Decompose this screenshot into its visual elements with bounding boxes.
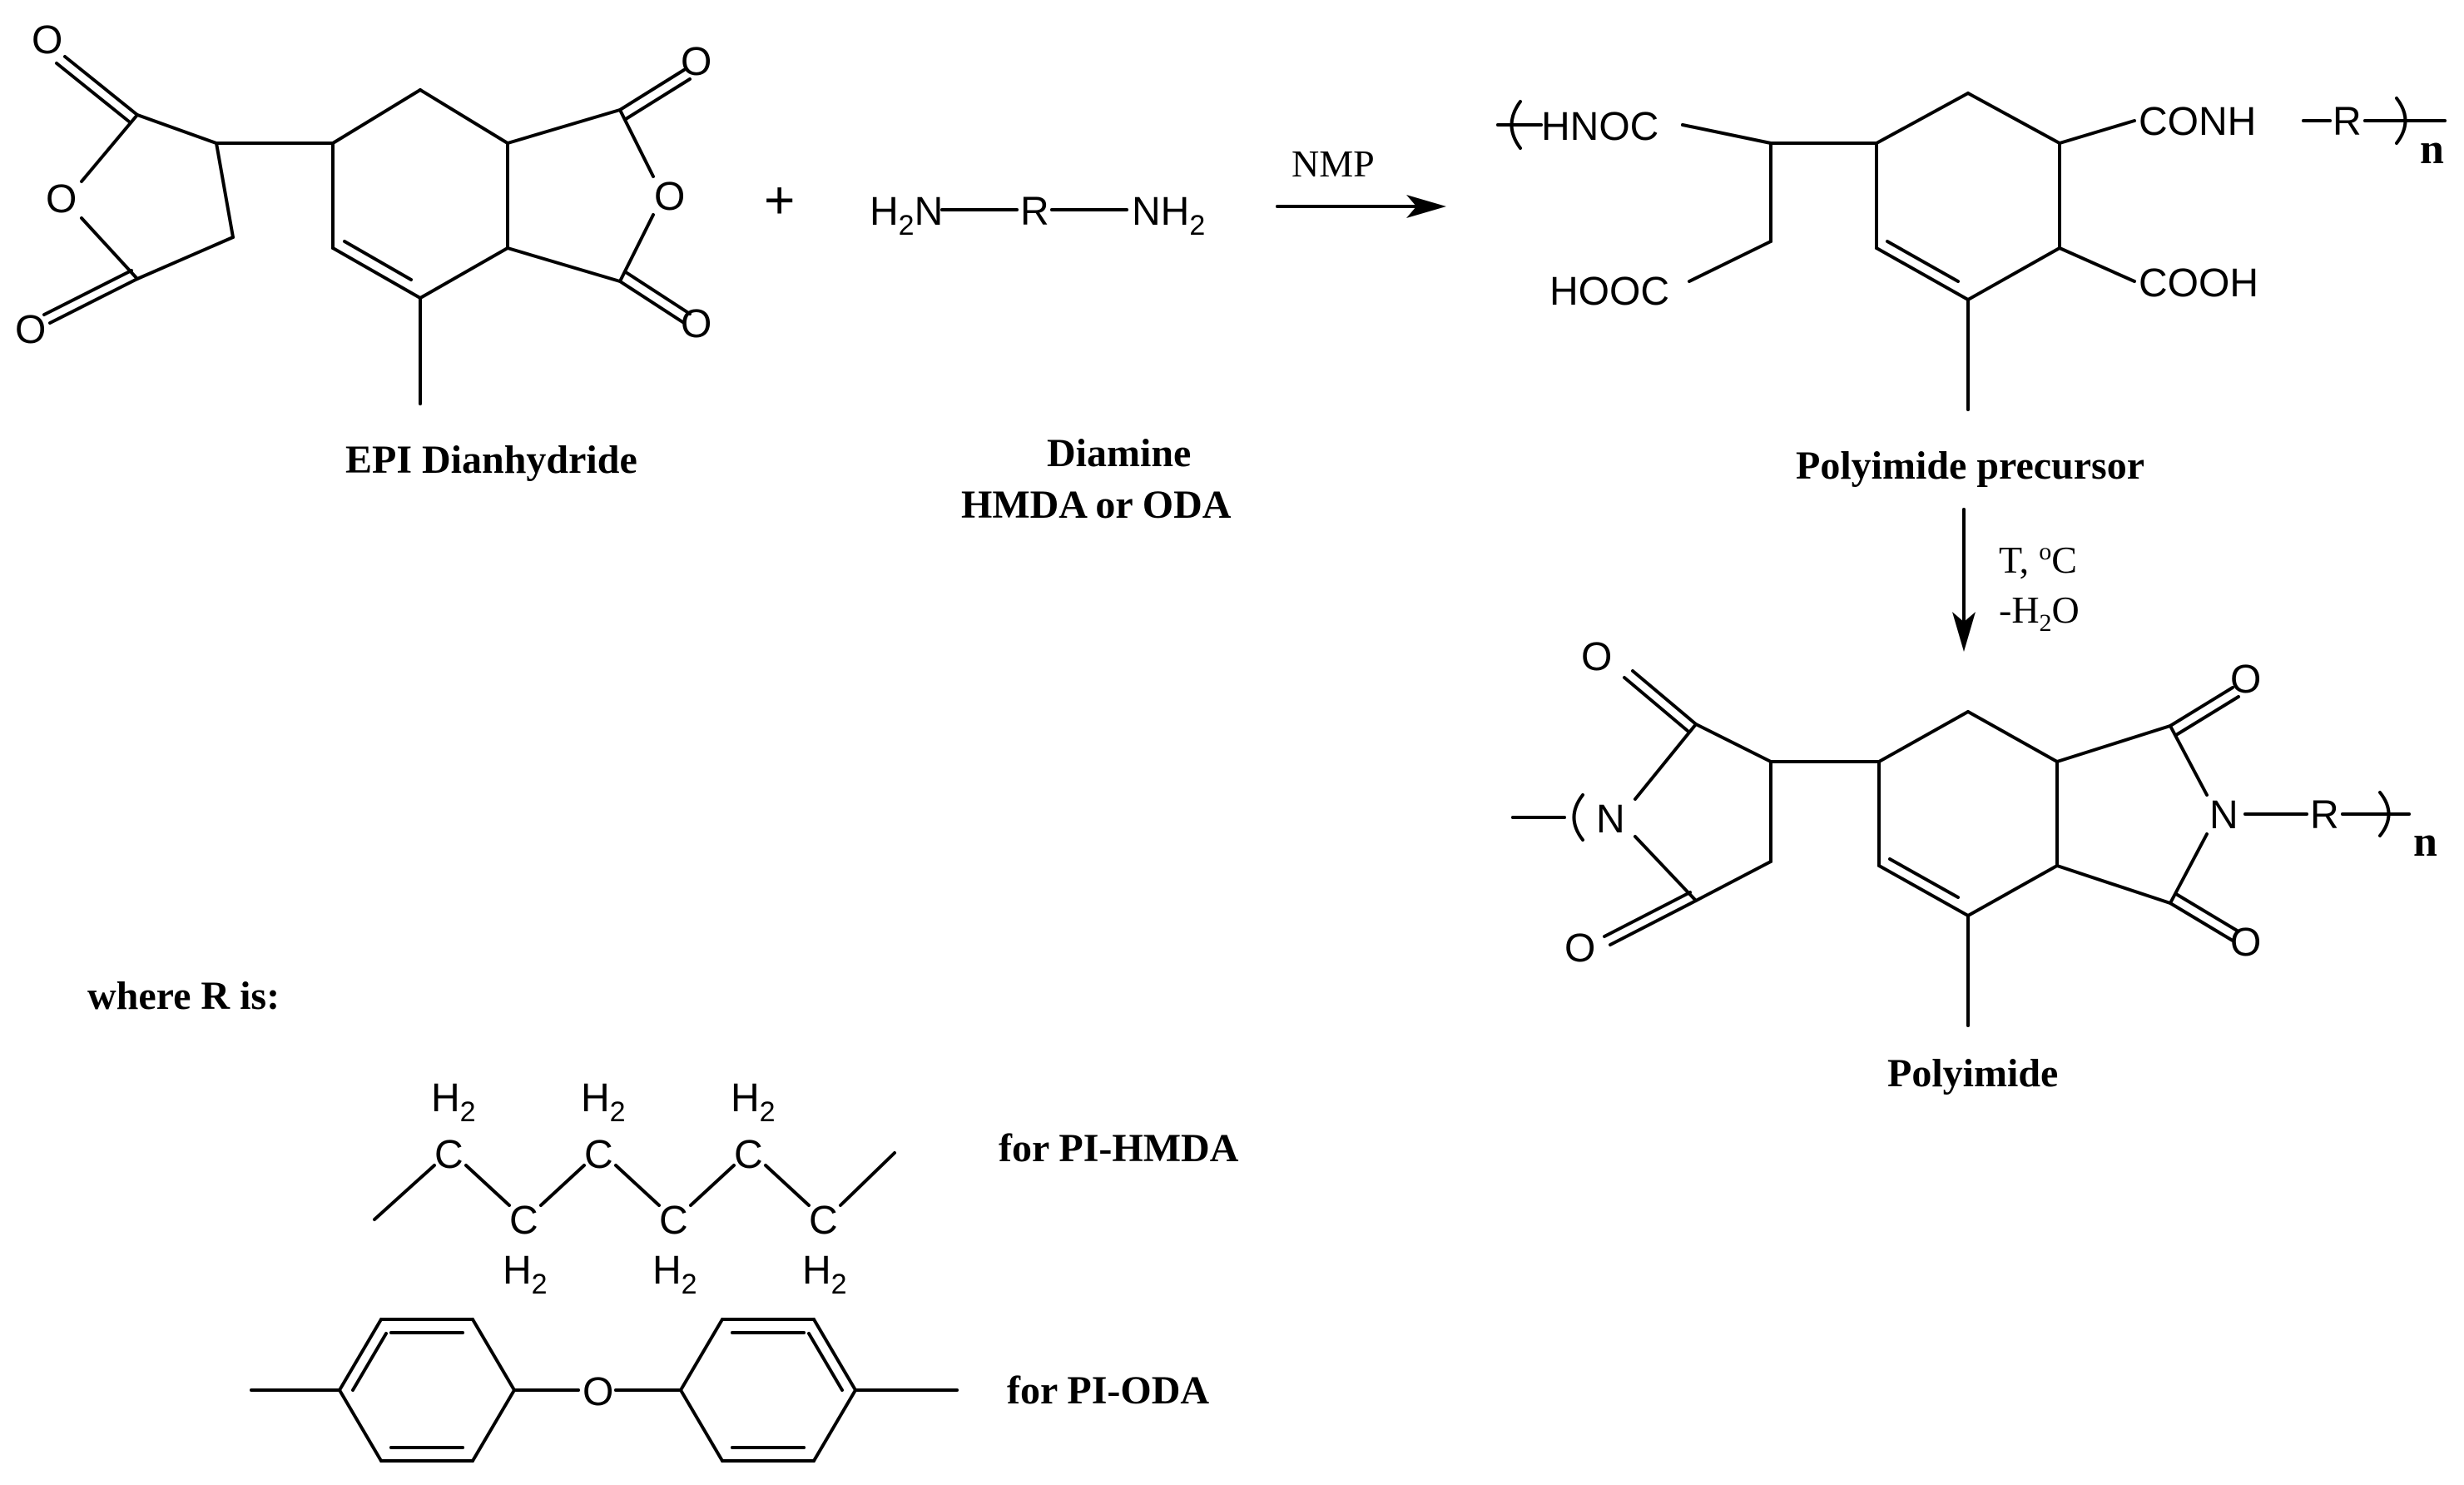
methylene-carbon: C bbox=[584, 1133, 613, 1177]
precursor-caption: Polyimide precursor bbox=[1796, 444, 2144, 488]
polyimide-repeat-index: n bbox=[2413, 818, 2437, 866]
precursor-right-amide: CONH bbox=[2139, 100, 2256, 144]
oxygen-atom: O bbox=[15, 308, 46, 352]
methylene-top-h: H2 bbox=[581, 1076, 626, 1128]
oxygen-atom: O bbox=[681, 40, 711, 84]
methylene-bottom-h: H2 bbox=[802, 1249, 847, 1300]
temperature-condition: T,oC bbox=[1999, 538, 2077, 581]
r-definition-heading: where R is: bbox=[87, 974, 280, 1018]
methylene-carbon: C bbox=[509, 1199, 538, 1243]
methylene-carbon: C bbox=[434, 1133, 464, 1177]
methylene-bottom-h: H2 bbox=[652, 1249, 697, 1300]
diamine-r-group: R bbox=[1020, 190, 1049, 234]
polyimide-r-group: R bbox=[2310, 793, 2339, 837]
precursor-structure bbox=[1496, 92, 2447, 411]
oxygen-atom: O bbox=[32, 18, 62, 62]
polyimide-structure bbox=[1511, 669, 2411, 1027]
precursor-left-acid: HOOC bbox=[1549, 270, 1669, 314]
precursor-atom-labels: HNOC CONH R HOOC COOH bbox=[1541, 100, 2362, 314]
epi-dianhydride-structure bbox=[42, 55, 692, 405]
oda-structure bbox=[250, 1318, 959, 1463]
methylene-top-h: H2 bbox=[731, 1076, 776, 1128]
ether-oxygen-atom: O bbox=[583, 1370, 613, 1414]
hmda-atom-labels: H2 C H2 C H2 C C H2 C H2 C H2 bbox=[431, 1076, 847, 1300]
methylene-carbon: C bbox=[659, 1199, 688, 1243]
polyimide-atom-labels: N N R O O O O bbox=[1564, 635, 2339, 971]
methylene-carbon: C bbox=[809, 1199, 838, 1243]
diamine-structure: H2N R NH2 bbox=[870, 190, 1205, 241]
methylene-carbon: C bbox=[734, 1133, 763, 1177]
epi-dianhydride-atom-labels: O O O O O O bbox=[15, 18, 711, 352]
epi-dianhydride-caption: EPI Dianhydride bbox=[345, 438, 637, 482]
plus-sign: + bbox=[764, 170, 795, 230]
diamine-caption: Diamine bbox=[1047, 431, 1191, 475]
solvent-label: NMP bbox=[1291, 142, 1375, 185]
pi-oda-label: for PI-ODA bbox=[1007, 1368, 1209, 1413]
oxygen-atom: O bbox=[2230, 921, 2261, 965]
reaction-arrow-1 bbox=[1276, 195, 1446, 218]
oxygen-atom: O bbox=[1564, 926, 1595, 971]
oxygen-atom: O bbox=[654, 175, 685, 219]
precursor-left-amide: HNOC bbox=[1541, 105, 1658, 149]
precursor-right-acid: COOH bbox=[2139, 261, 2258, 305]
diamine-left-amine: H2N bbox=[870, 190, 943, 241]
polyimide-caption: Polyimide bbox=[1887, 1051, 2058, 1095]
methylene-top-h: H2 bbox=[431, 1076, 476, 1128]
oxygen-atom: O bbox=[2230, 658, 2261, 702]
diamine-right-amine: NH2 bbox=[1132, 190, 1205, 241]
pi-hmda-label: for PI-HMDA bbox=[999, 1126, 1239, 1170]
oxygen-atom: O bbox=[1581, 635, 1612, 679]
polyimide-right-nitrogen: N bbox=[2209, 793, 2238, 837]
diamine-types-caption: HMDA or ODA bbox=[961, 483, 1232, 527]
oxygen-atom: O bbox=[681, 302, 711, 346]
methylene-bottom-h: H2 bbox=[503, 1249, 548, 1300]
water-elimination: -H2O bbox=[1999, 589, 2080, 637]
reaction-arrow-2 bbox=[1952, 508, 1976, 652]
precursor-r-group: R bbox=[2333, 100, 2362, 144]
polyimide-left-nitrogen: N bbox=[1596, 797, 1625, 842]
oxygen-atom: O bbox=[46, 177, 77, 221]
precursor-repeat-index: n bbox=[2420, 126, 2444, 173]
hmda-structure bbox=[373, 1151, 896, 1221]
